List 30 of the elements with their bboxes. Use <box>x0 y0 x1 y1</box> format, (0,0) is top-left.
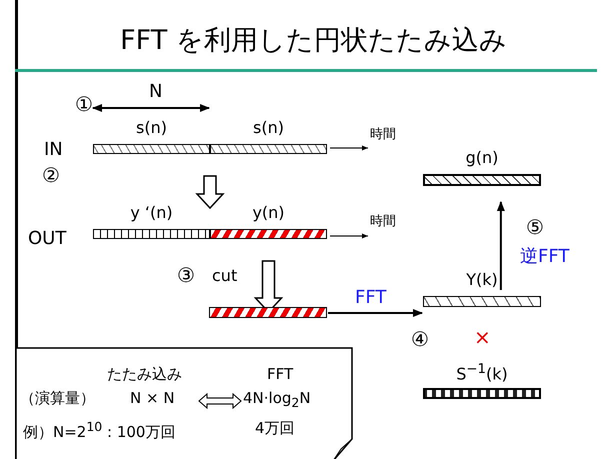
step-number: ③ <box>177 263 195 287</box>
note-text: 4万回 <box>255 419 295 438</box>
arrow <box>328 309 423 317</box>
row-label: IN <box>44 139 63 160</box>
step-number: ④ <box>411 327 429 351</box>
block-arrow <box>195 175 225 210</box>
step-label: cut <box>212 266 238 285</box>
slide-title: FFT を利用した円状たたみ込み <box>119 24 508 58</box>
signal-label: s(n) <box>252 118 285 137</box>
axis-label: 時間 <box>370 213 396 230</box>
multiply-sign: × <box>474 325 491 349</box>
axis-label: 時間 <box>370 126 396 143</box>
step-number: ① <box>75 92 93 116</box>
signal-label: s(n) <box>135 118 168 137</box>
signal-label: g(n) <box>464 148 500 167</box>
note-text: 例）N=2$^{10}$ : 100万回 <box>23 419 176 442</box>
note-text: 4N·log$_{2}$N <box>243 389 311 410</box>
step-number: ② <box>42 163 60 187</box>
row-label: OUT <box>28 228 66 249</box>
note-text: （演算量） <box>20 389 95 408</box>
note-text: FFT <box>267 365 294 383</box>
signal-label: y ‘(n) <box>129 203 174 222</box>
step-number: ⑤ <box>526 215 544 239</box>
signal-label: Y(k) <box>465 270 499 289</box>
note-text: N × N <box>130 389 175 407</box>
note-text: たたみ込み <box>107 365 182 384</box>
signal-label: y(n) <box>251 203 286 222</box>
dimension-label: N <box>149 81 162 102</box>
arrow <box>496 201 505 290</box>
signal-label: S$^{−1}$(k) <box>455 362 509 384</box>
